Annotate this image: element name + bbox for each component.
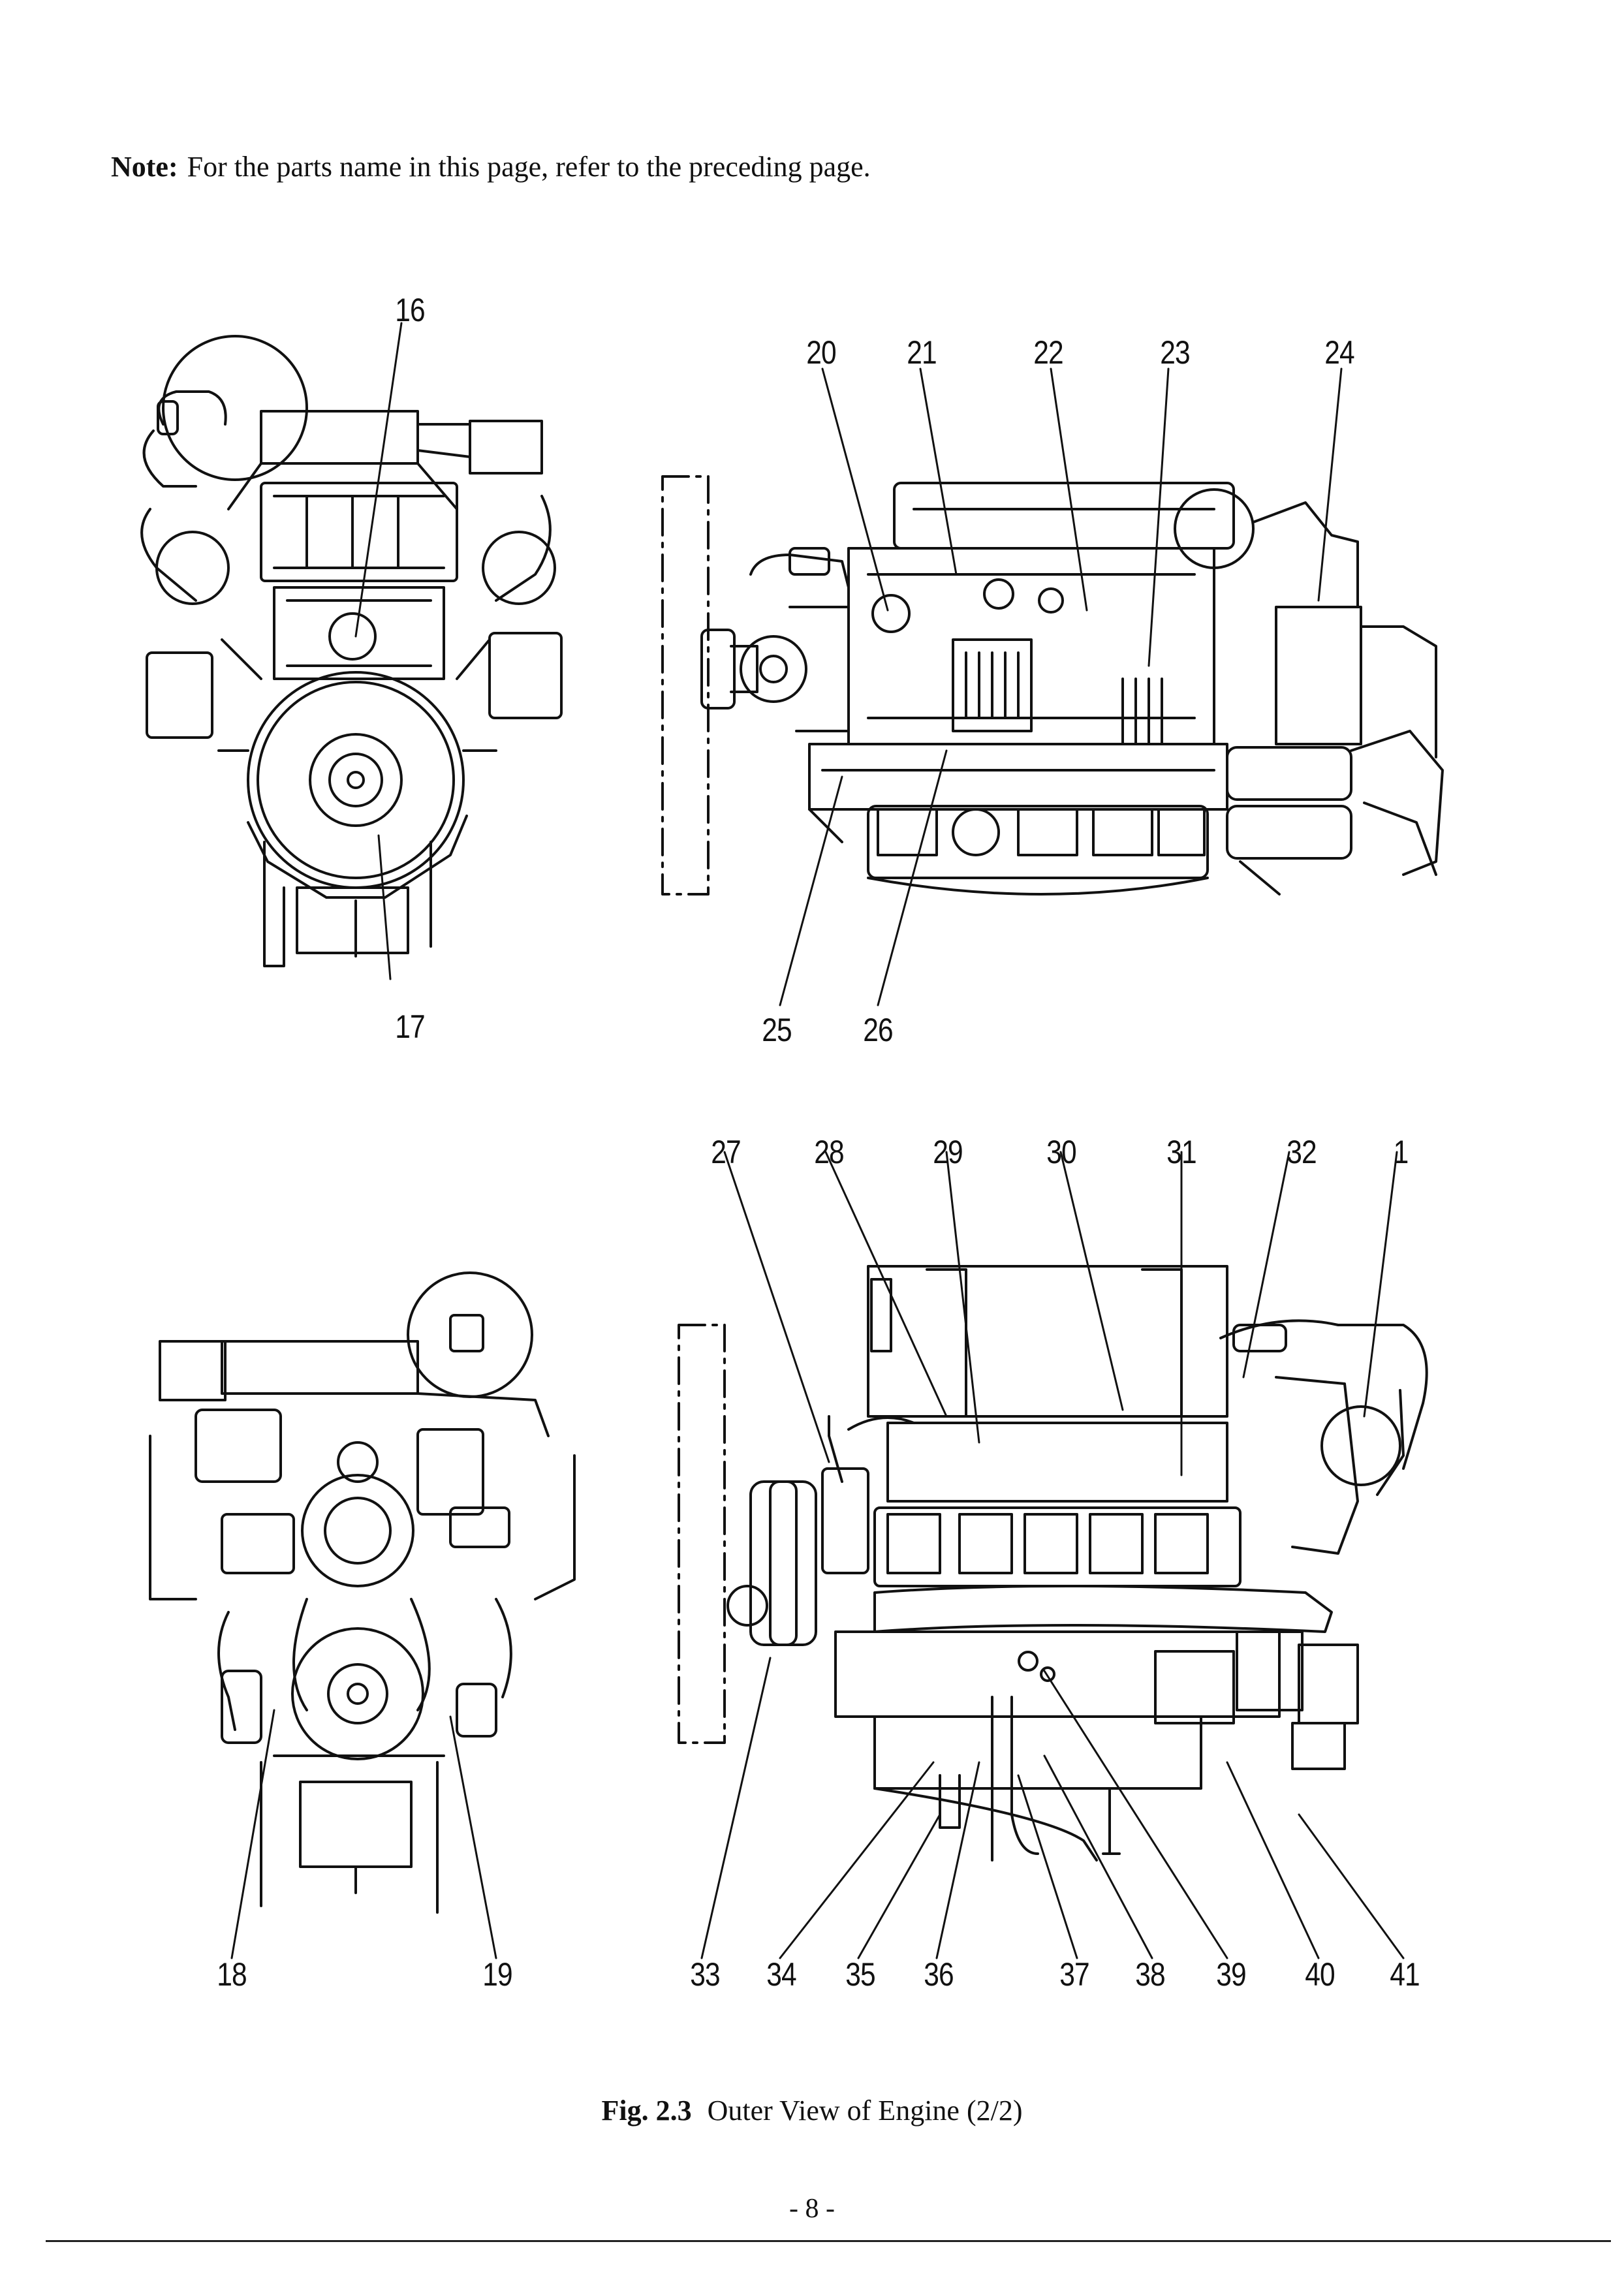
callout-31: 31 [1166, 1134, 1196, 1170]
engine-rear-view [149, 1271, 576, 1914]
figure-title: Outer View of Engine (2/2) [707, 2095, 1023, 2127]
callout-35: 35 [845, 1956, 875, 1993]
figure-label: Fig. 2.3 [601, 2095, 692, 2127]
callout-34: 34 [766, 1956, 796, 1993]
figure-caption: Fig. 2.3 Outer View of Engine (2/2) [0, 2094, 1624, 2127]
callout-26: 26 [863, 1012, 893, 1048]
callout-23: 23 [1160, 334, 1190, 371]
note-label: Note: [111, 151, 178, 183]
callout-21: 21 [907, 334, 937, 371]
callout-37: 37 [1059, 1956, 1089, 1993]
engine-front-view [140, 335, 563, 967]
note-text: Note: For the parts name in this page, re… [111, 151, 871, 183]
engine-side-view-upper [661, 475, 1444, 896]
note-body: For the parts name in this page, refer t… [187, 151, 871, 183]
leader-lines [230, 322, 1405, 1959]
callout-30: 30 [1046, 1134, 1076, 1170]
callout-38: 38 [1135, 1956, 1165, 1993]
callout-39: 39 [1216, 1956, 1246, 1993]
callout-27: 27 [711, 1134, 741, 1170]
callout-24: 24 [1324, 334, 1354, 371]
callout-29: 29 [933, 1134, 963, 1170]
callout-41: 41 [1390, 1956, 1420, 1993]
callout-17: 17 [395, 1008, 425, 1045]
callout-19: 19 [482, 1956, 512, 1993]
page-number: - 8 - [789, 2194, 835, 2224]
callout-33: 33 [690, 1956, 720, 1993]
callout-20: 20 [806, 334, 836, 371]
callout-28: 28 [814, 1134, 844, 1170]
callout-16: 16 [395, 292, 425, 328]
callout-18: 18 [217, 1956, 247, 1993]
callout-40: 40 [1305, 1956, 1335, 1993]
callout-25: 25 [762, 1012, 792, 1048]
callout-32: 32 [1287, 1134, 1317, 1170]
callout-1: 1 [1393, 1134, 1409, 1170]
footer-rule [46, 2240, 1611, 2242]
callout-22: 22 [1033, 334, 1063, 371]
callout-36: 36 [924, 1956, 954, 1993]
engine-side-view-lower [678, 1265, 1428, 1862]
